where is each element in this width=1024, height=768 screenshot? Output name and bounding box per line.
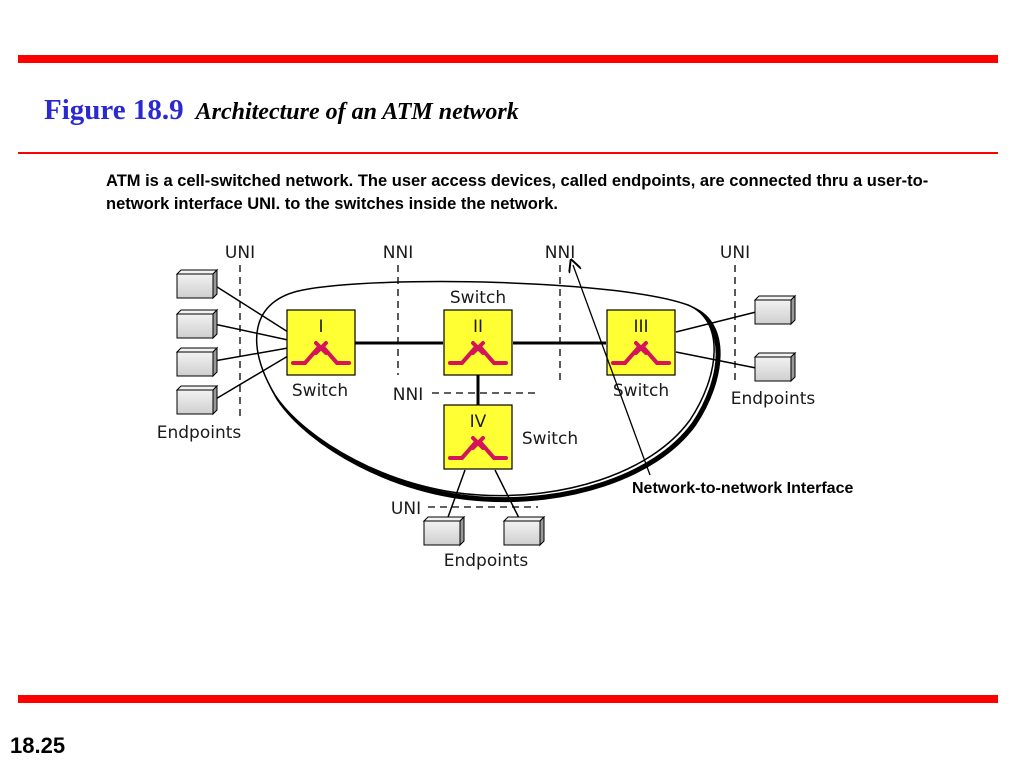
title-underline-rule xyxy=(18,152,998,154)
uni-right-label: UNI xyxy=(720,243,750,263)
nni-2-label: NNI xyxy=(545,243,575,263)
switch-symbol-icon xyxy=(448,436,508,460)
switch-numeral: IV xyxy=(470,412,487,432)
nni-callout-label: Network-to-network Interface xyxy=(632,480,853,497)
switch-symbol-icon xyxy=(611,341,671,365)
switch-iv: IV xyxy=(443,404,513,470)
callout-arrow xyxy=(573,265,651,476)
switch-iv-label: Switch xyxy=(522,429,578,449)
endpoints-bottom-label: Endpoints xyxy=(444,551,529,571)
endpoint-device xyxy=(175,346,219,378)
switch-iii: III xyxy=(606,309,676,376)
top-red-rule xyxy=(18,55,998,63)
endpoints-right-label: Endpoints xyxy=(731,389,816,409)
slide-title: Figure 18.9 Architecture of an ATM networ… xyxy=(44,94,519,127)
uni-left-label: UNI xyxy=(225,243,255,263)
endpoint-links xyxy=(213,284,757,521)
endpoint-device xyxy=(175,268,219,300)
bottom-red-rule xyxy=(18,695,998,703)
switch-i: I xyxy=(286,309,356,376)
endpoints-left-label: Endpoints xyxy=(157,423,242,443)
uni-bottom-label: UNI xyxy=(391,499,421,519)
endpoint-device xyxy=(753,351,797,383)
switch-i-label: Switch xyxy=(292,381,348,401)
endpoint-device xyxy=(175,308,219,340)
nni-bottom-label: NNI xyxy=(393,385,423,405)
switch-symbol-icon xyxy=(448,341,508,365)
endpoint-device xyxy=(175,384,219,416)
endpoint-device xyxy=(422,515,466,547)
description-text: ATM is a cell-switched network. The user… xyxy=(106,172,929,213)
nni-1-label: NNI xyxy=(383,243,413,263)
switch-ii-label: Switch xyxy=(450,288,506,308)
endpoint-device xyxy=(753,294,797,326)
switch-symbol-icon xyxy=(291,341,351,365)
figure-caption: Architecture of an ATM network xyxy=(195,99,519,125)
switch-iii-label: Switch xyxy=(613,381,669,401)
slide-number: 18.25 xyxy=(10,733,66,758)
switch-numeral: I xyxy=(318,317,323,337)
switch-numeral: III xyxy=(633,317,648,337)
switch-ii: II xyxy=(443,309,513,376)
endpoint-device xyxy=(502,515,546,547)
network-cloud-outline xyxy=(255,280,715,497)
switch-numeral: II xyxy=(473,317,483,337)
figure-number: Figure 18.9 xyxy=(44,94,184,126)
